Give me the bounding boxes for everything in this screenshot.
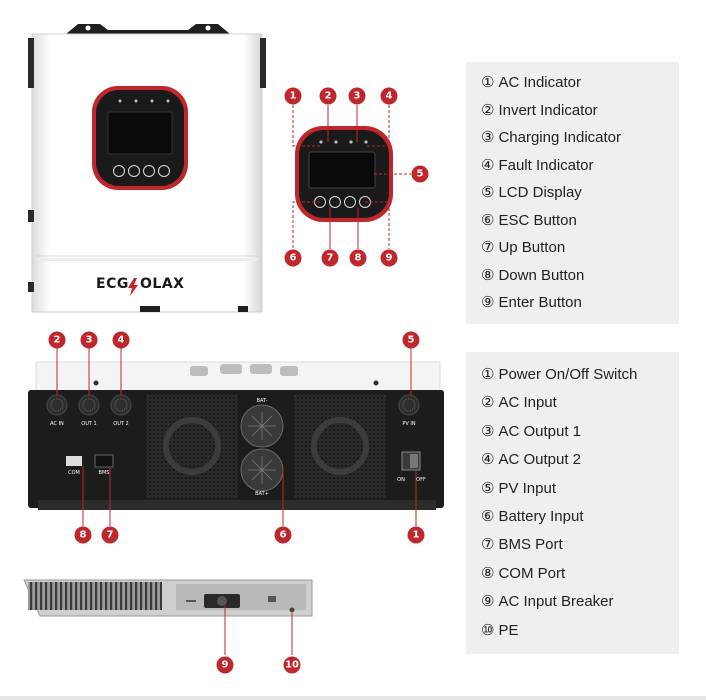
marker-front-5: 5 [411,165,429,183]
svg-text:9: 9 [386,253,393,264]
label-com: COM [68,470,80,476]
front-panel-closeup [292,105,411,249]
inverter-front-view: ECG OLAX [28,24,266,313]
marker-bottom-10: 10 [283,656,301,674]
marker-front-6: 6 [284,249,302,267]
svg-text:9: 9 [222,660,229,671]
marker-rear-6: 6 [274,526,292,544]
svg-text:10: 10 [285,660,299,671]
svg-text:OLAX: OLAX [140,276,184,292]
svg-text:4: 4 [386,91,393,102]
label-ac-in: AC IN [50,421,64,427]
inverter-rear-view: AC IN OUT 1 OUT 2 PV IN BAT- BAT+ COM BM… [28,347,444,526]
svg-text:8: 8 [80,530,87,541]
label-bat-minus: BAT- [257,398,268,404]
svg-text:3: 3 [86,335,93,346]
label-bat-plus: BAT+ [255,491,269,497]
inverter-bottom-view [23,579,313,655]
bottom-divider [0,696,706,700]
marker-front-2: 2 [319,87,337,105]
svg-text:6: 6 [280,530,287,541]
marker-rear-7: 7 [101,526,119,544]
marker-rear-5: 5 [402,331,420,349]
marker-front-7: 7 [321,249,339,267]
svg-text:4: 4 [118,335,125,346]
marker-rear-1: 1 [407,526,425,544]
label-pv-in: PV IN [402,421,415,427]
svg-text:5: 5 [408,335,415,346]
marker-rear-4: 4 [112,331,130,349]
svg-text:ECG: ECG [96,276,129,292]
marker-front-8: 8 [349,249,367,267]
marker-rear-3: 3 [80,331,98,349]
marker-rear-2: 2 [48,331,66,349]
svg-text:6: 6 [290,253,297,264]
label-off: OFF [416,477,426,483]
marker-front-1: 1 [284,87,302,105]
marker-front-9: 9 [380,249,398,267]
label-out2: OUT 2 [113,421,128,427]
marker-front-4: 4 [380,87,398,105]
marker-front-3: 3 [348,87,366,105]
svg-text:1: 1 [290,91,297,102]
svg-text:7: 7 [107,530,114,541]
svg-text:5: 5 [417,169,424,180]
svg-text:3: 3 [354,91,361,102]
marker-rear-8: 8 [74,526,92,544]
svg-text:7: 7 [327,253,334,264]
svg-text:2: 2 [54,335,61,346]
svg-text:1: 1 [413,530,420,541]
label-out1: OUT 1 [81,421,96,427]
label-on: ON [397,477,405,483]
svg-text:8: 8 [355,253,362,264]
marker-bottom-9: 9 [216,656,234,674]
brand-logo: ECG OLAX [96,276,184,296]
label-bms: BMS [99,470,110,476]
svg-text:2: 2 [325,91,332,102]
